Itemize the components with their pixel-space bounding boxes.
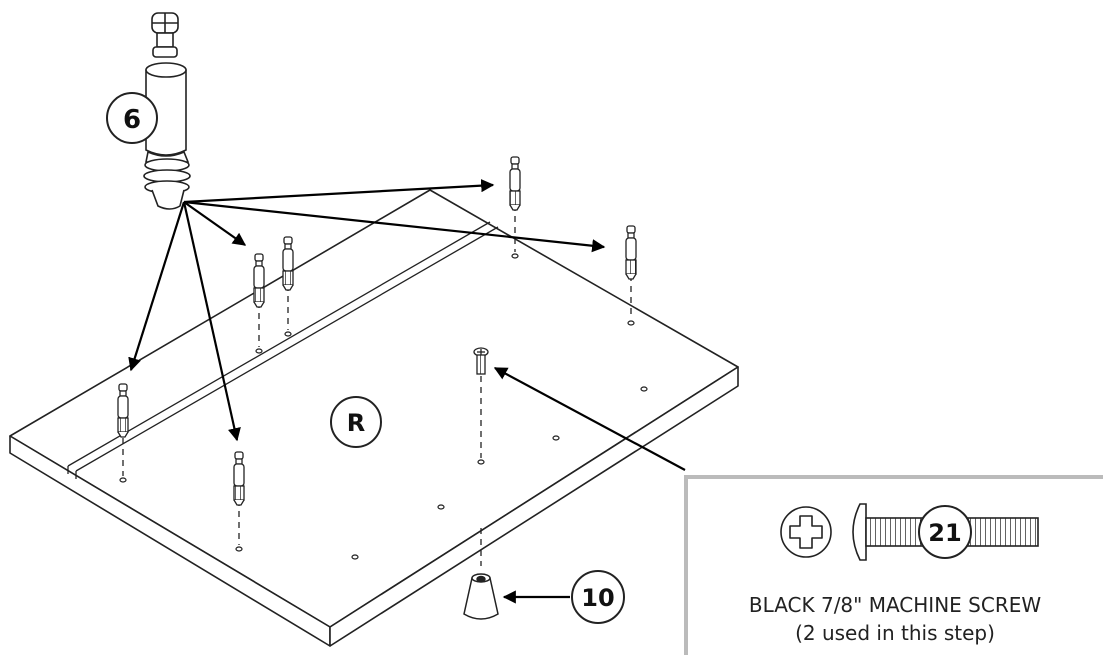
small-cam-bolt <box>625 225 637 280</box>
callout-subtitle: (2 used in this step) <box>795 621 995 645</box>
svg-text:10: 10 <box>581 584 614 612</box>
cam-bolt-instances <box>117 156 637 506</box>
small-cam-bolt <box>282 236 294 291</box>
part-label-r: R <box>330 396 382 448</box>
panel-groove <box>67 221 499 479</box>
svg-text:6: 6 <box>123 105 141 135</box>
svg-text:21: 21 <box>928 519 961 547</box>
part-label-21: 21 <box>918 505 972 559</box>
machine-screw-on-panel <box>473 347 489 375</box>
cam-bolt-large <box>143 12 191 210</box>
svg-text:R: R <box>347 409 365 437</box>
small-cam-bolt <box>117 383 129 438</box>
insertion-guides <box>122 205 632 566</box>
small-cam-bolt <box>253 253 265 308</box>
phillips-head-icon <box>780 506 832 558</box>
callout-title: BLACK 7/8" MACHINE SCREW <box>749 593 1041 617</box>
foot-part <box>463 573 499 620</box>
screw-callout-box: 21 BLACK 7/8" MACHINE SCREW (2 used in t… <box>684 475 1103 655</box>
part-label-10: 10 <box>571 570 625 624</box>
panel-holes <box>119 253 648 560</box>
part-label-6: 6 <box>106 92 158 144</box>
cam-bolt-arrows <box>128 179 606 442</box>
small-cam-bolt <box>233 451 245 506</box>
screw-callout-arrow <box>493 367 686 471</box>
small-cam-bolt <box>509 156 521 211</box>
